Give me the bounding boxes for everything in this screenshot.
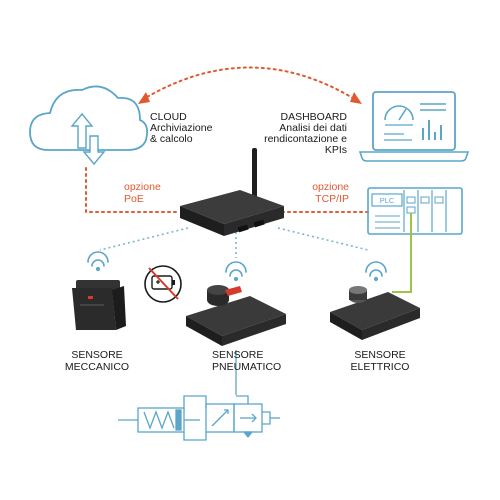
dashboard-label-line2: Analisi dei dati bbox=[279, 122, 347, 134]
cloud-label-line1: CLOUD bbox=[150, 111, 187, 123]
option-poe-line2: PoE bbox=[124, 193, 144, 205]
cloud-label-line3: & calcolo bbox=[150, 133, 193, 145]
link-gateway-electric bbox=[277, 227, 369, 251]
wireless-gateway-icon bbox=[180, 148, 284, 236]
plc-label: PLC bbox=[380, 196, 395, 205]
dashboard-label-line1: DASHBOARD bbox=[280, 111, 347, 123]
electric-sensor-device bbox=[330, 286, 420, 340]
electric-sensor-line2: ELETTRICO bbox=[351, 361, 410, 373]
arrow-head-left bbox=[138, 92, 150, 104]
cloud-icon bbox=[29, 85, 149, 166]
cloud-dashboard-link bbox=[141, 66, 357, 101]
no-battery-icon bbox=[144, 265, 182, 303]
mechanical-sensor-device bbox=[72, 280, 126, 330]
dashboard-label-line4: KPIs bbox=[325, 144, 347, 156]
option-tcp-line1: opzione bbox=[312, 181, 349, 193]
mechanical-sensor-line1: SENSORE bbox=[71, 349, 122, 361]
electric-sensor-line1: SENSORE bbox=[354, 349, 405, 361]
option-poe-line1: opzione bbox=[124, 181, 161, 193]
pneumatic-sensor-line2: PNEUMATICO bbox=[212, 361, 281, 373]
wireless-signal-icon bbox=[365, 261, 387, 282]
pneumatic-cylinder-valve-icon bbox=[118, 350, 280, 441]
electric-wire bbox=[392, 213, 412, 293]
link-gateway-mechanical bbox=[99, 227, 189, 251]
wireless-signal-icon bbox=[87, 251, 109, 272]
laptop-dashboard-icon bbox=[358, 91, 470, 162]
pneumatic-sensor-line1: SENSORE bbox=[212, 349, 263, 361]
mechanical-sensor-line2: MECCANICO bbox=[65, 361, 129, 373]
option-tcp-line2: TCP/IP bbox=[315, 193, 349, 205]
wireless-signal-icon bbox=[225, 261, 247, 282]
pneumatic-sensor-device bbox=[186, 285, 286, 346]
plc-rack-icon bbox=[367, 187, 463, 235]
dashboard-label-line3: rendicontazione e bbox=[264, 133, 347, 145]
poe-link bbox=[85, 167, 179, 213]
cloud-label-line2: Archiviazione bbox=[150, 122, 213, 134]
arrow-head-right bbox=[350, 92, 362, 104]
